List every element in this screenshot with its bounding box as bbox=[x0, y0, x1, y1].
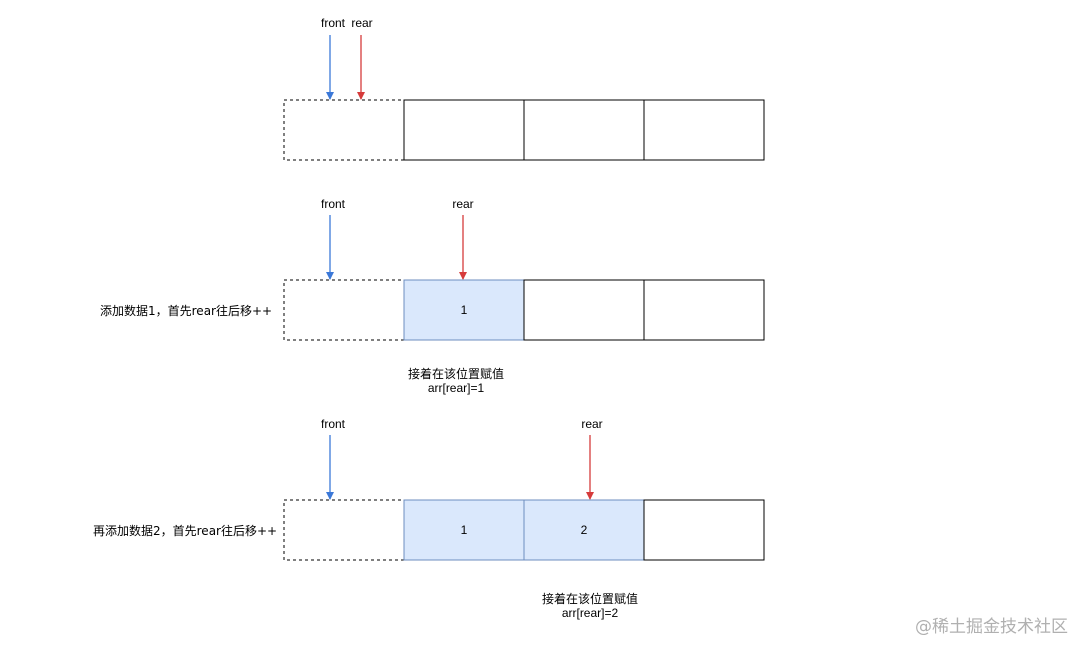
array-cell-0 bbox=[283, 99, 405, 161]
rear-label: rear bbox=[452, 197, 473, 211]
array-cell-1 bbox=[403, 99, 525, 161]
step-add-1: front rear 添加数据1，首先rear往后移++ 1 接着在该位置赋值 … bbox=[100, 197, 765, 395]
array-cell-3 bbox=[643, 499, 765, 561]
array-cell-1 bbox=[403, 279, 525, 341]
array-cell-3 bbox=[643, 99, 765, 161]
step-add-2: front rear 再添加数据2，首先rear往后移++ 1 2 接着在该位置… bbox=[93, 417, 765, 620]
assign-note-line1: 接着在该位置赋值 bbox=[542, 591, 638, 606]
front-label: front bbox=[321, 417, 346, 431]
cell-value-1: 1 bbox=[461, 303, 468, 317]
array-cell-0 bbox=[283, 279, 405, 341]
assign-note-line1: 接着在该位置赋值 bbox=[408, 366, 504, 381]
front-label: front bbox=[321, 16, 346, 30]
assign-note-line2: arr[rear]=1 bbox=[428, 381, 485, 395]
watermark-text: @稀土掘金技术社区 bbox=[915, 617, 1068, 637]
rear-label: rear bbox=[351, 16, 372, 30]
array-cell-2 bbox=[523, 99, 645, 161]
step-description: 再添加数据2，首先rear往后移++ bbox=[93, 523, 277, 538]
array-cell-2 bbox=[523, 279, 645, 341]
array-cell-0 bbox=[283, 499, 405, 561]
cell-value-1: 1 bbox=[461, 523, 468, 537]
step-initial: front rear bbox=[283, 16, 765, 161]
array-cell-3 bbox=[643, 279, 765, 341]
assign-note-line2: arr[rear]=2 bbox=[562, 606, 619, 620]
step-description: 添加数据1，首先rear往后移++ bbox=[100, 303, 272, 318]
cell-value-2: 2 bbox=[581, 523, 588, 537]
rear-label: rear bbox=[581, 417, 602, 431]
front-label: front bbox=[321, 197, 346, 211]
